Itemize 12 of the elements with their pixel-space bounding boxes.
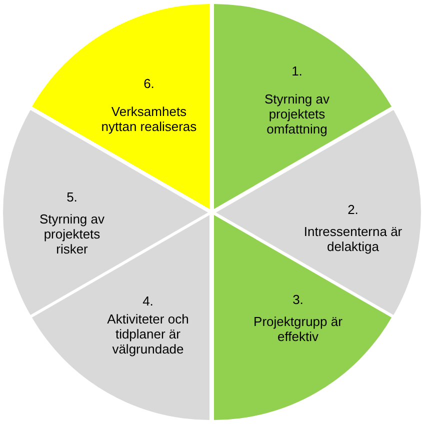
segment-label: Intressenterna är delaktiga	[302, 224, 404, 254]
segment-label: Styrning av projektets risker	[38, 212, 106, 256]
segment-number: 5.	[66, 190, 78, 204]
segment-number: 3.	[292, 292, 304, 307]
segment-number: 6.	[142, 76, 156, 91]
segment-label: Verksamhets nyttan realiseras	[100, 104, 198, 134]
segment-label: Projektgrupp är effektiv	[252, 314, 344, 344]
segment-label: Styrning av projektets omfattning	[263, 91, 331, 136]
segment-number: 4.	[142, 293, 154, 308]
segment-number: 2.	[346, 202, 360, 217]
segment-label: Aktiviteter och tidplaner är välgrundade	[106, 311, 190, 356]
segment-number: 1.	[290, 63, 304, 78]
